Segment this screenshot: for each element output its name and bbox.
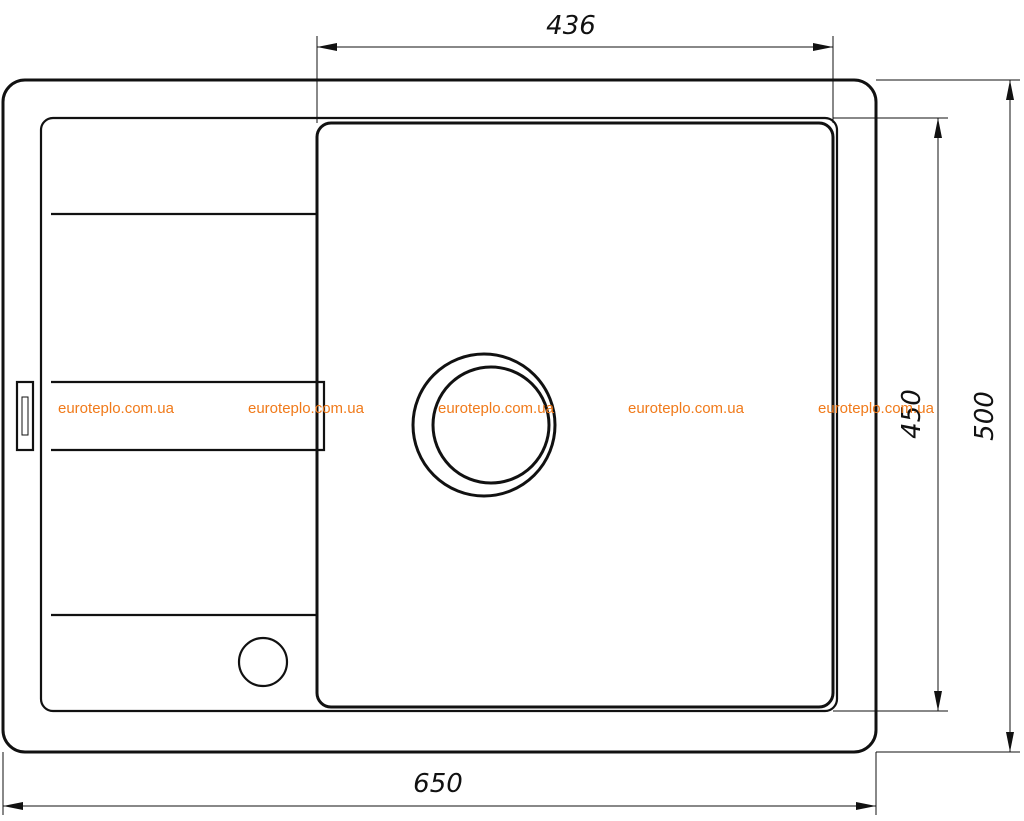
drain-outer-ring xyxy=(411,352,557,498)
dim-top-label: 436 xyxy=(546,11,596,41)
watermark-text: euroteplo.com.ua xyxy=(58,400,175,417)
watermark-text: euroteplo.com.ua xyxy=(248,400,365,417)
faucet-hole xyxy=(237,636,289,688)
overflow-slot xyxy=(15,380,35,452)
drain-inner-ring xyxy=(431,365,551,485)
bowl-outline xyxy=(315,121,835,709)
sink-outer-outline xyxy=(1,78,878,754)
watermark-text: euroteplo.com.ua xyxy=(818,400,935,417)
watermark-row: euroteplo.com.ua euroteplo.com.ua eurote… xyxy=(58,400,935,417)
dim-outer-label: 500 xyxy=(970,391,1000,441)
dim-bottom-label: 650 xyxy=(413,769,463,799)
watermark-text: euroteplo.com.ua xyxy=(628,400,745,417)
dim-inner-label: 450 xyxy=(897,389,927,439)
watermark-text: euroteplo.com.ua xyxy=(438,400,555,417)
overflow-slot-inner xyxy=(21,396,29,436)
sink-inner-frame xyxy=(39,116,839,713)
drainboard-center-channel xyxy=(51,380,326,452)
